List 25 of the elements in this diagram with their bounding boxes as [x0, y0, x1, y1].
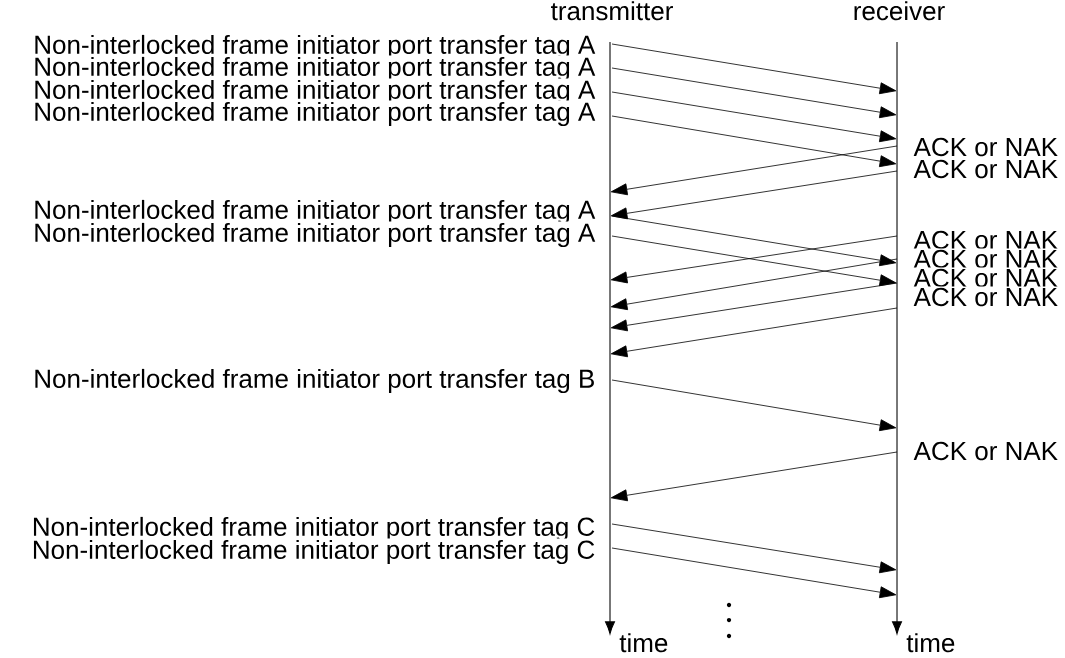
message-label: Non-interlocked frame initiator port transfer tag A [31, 100, 597, 128]
message-label: ACK or NAK [912, 158, 1060, 180]
node-label: receiver [854, 1, 945, 21]
arrow [610, 451, 898, 502]
arrow [611, 215, 897, 267]
arrow [611, 43, 897, 95]
message-label: Non-interlocked frame initiator port transfer tag C [30, 538, 597, 566]
arrow [610, 170, 898, 220]
node-label: transmitter [551, 1, 673, 21]
message-label: ACK or NAK [912, 440, 1060, 462]
time-label: time [906, 633, 955, 653]
arrow [611, 91, 897, 143]
arrow [611, 523, 897, 574]
time-label: time [619, 633, 668, 653]
arrow [611, 379, 897, 432]
arrow [610, 282, 898, 332]
arrow [610, 145, 898, 196]
arrow [611, 115, 897, 168]
arrow [611, 67, 897, 119]
message-label: ACK or NAK [912, 136, 1060, 158]
message-label: Non-interlocked frame initiator port transfer tag A [31, 221, 597, 249]
arrow [610, 258, 898, 311]
message-label: Non-interlocked frame initiator port transfer tag B [31, 367, 597, 395]
arrow [611, 547, 897, 599]
arrow [610, 307, 898, 358]
